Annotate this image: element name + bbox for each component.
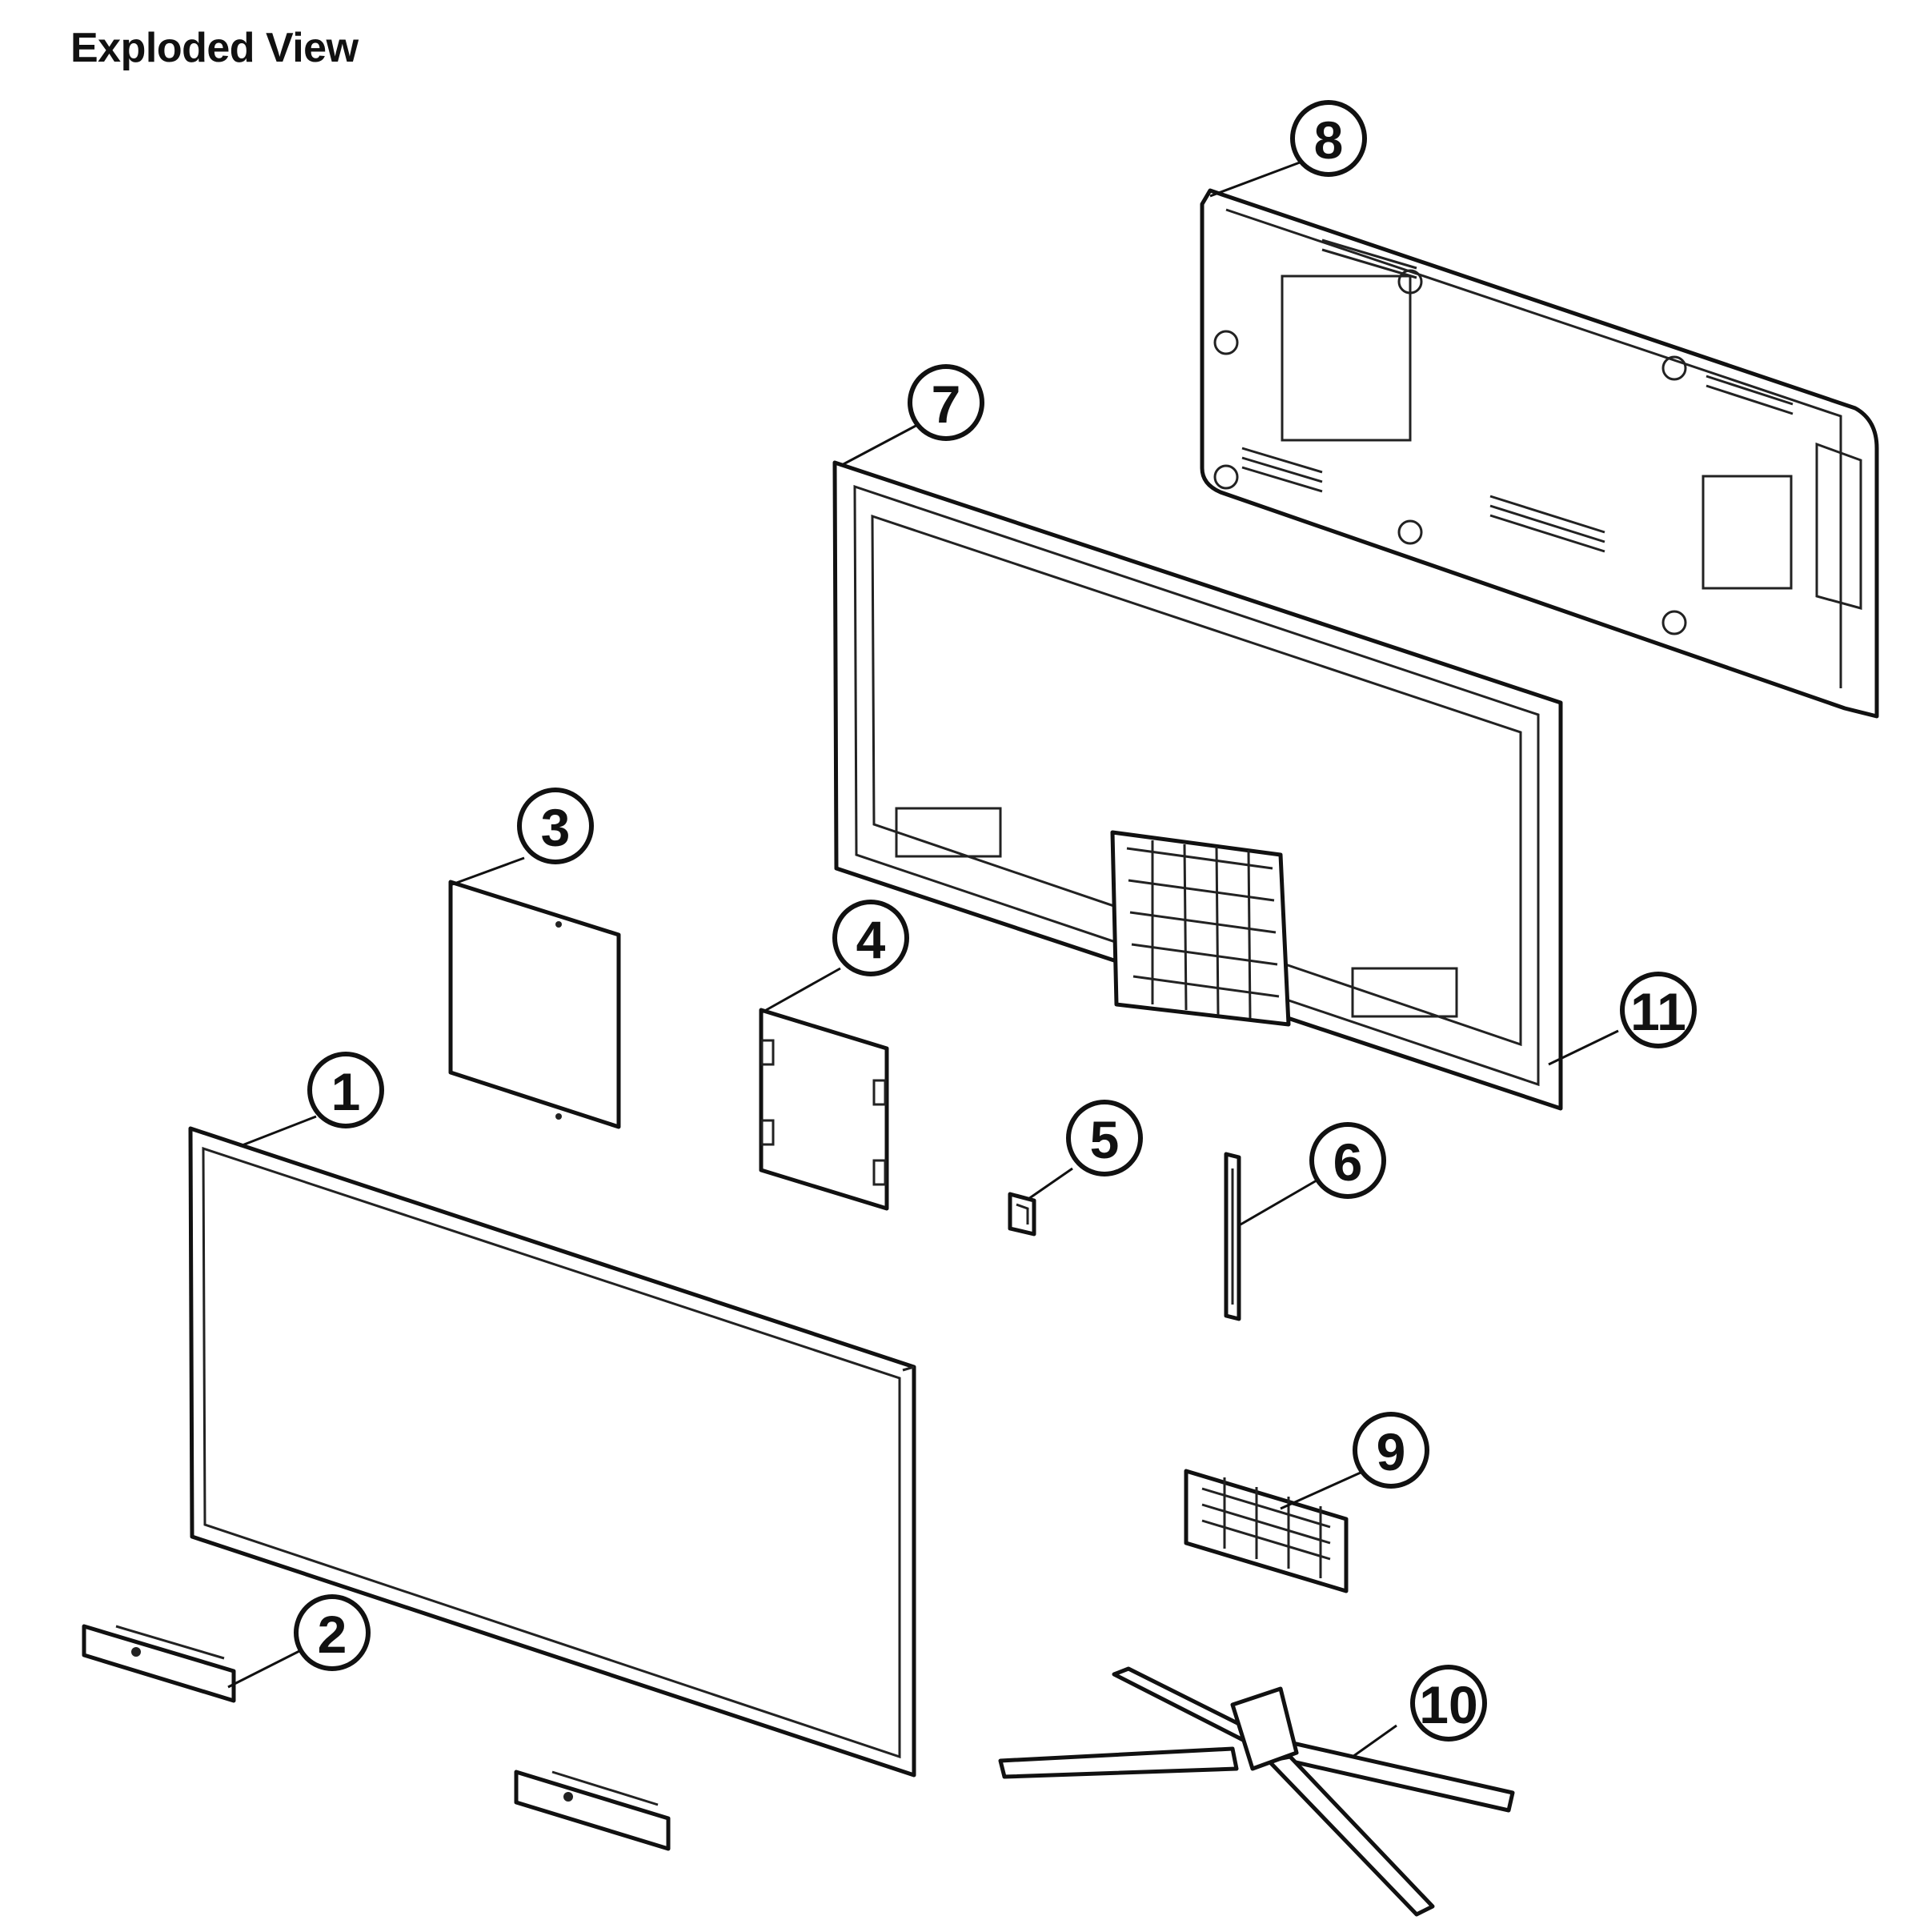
callout-11: 11 (1620, 972, 1697, 1048)
part-stand-bracket[interactable] (1184, 1469, 1349, 1593)
part-ir-sensor[interactable] (1008, 1192, 1036, 1237)
callout-3: 3 (517, 788, 594, 864)
part-function-key[interactable] (1224, 1152, 1241, 1321)
callout-2: 2 (294, 1594, 371, 1671)
callout-10-label: 10 (1419, 1675, 1477, 1734)
callout-7-label: 7 (932, 375, 961, 434)
callout-11-label: 11 (1630, 982, 1686, 1041)
callout-10: 10 (1410, 1665, 1487, 1742)
callout-9: 9 (1353, 1412, 1429, 1489)
callout-5-label: 5 (1090, 1110, 1120, 1169)
callout-4: 4 (832, 900, 909, 976)
callout-7: 7 (908, 364, 984, 441)
leader-lines (227, 158, 1619, 1758)
part-lcd-panel[interactable] (188, 1126, 916, 1778)
part-rear-cover[interactable] (1200, 188, 1879, 719)
callout-3-label: 3 (541, 798, 571, 857)
callout-4-label: 4 (856, 910, 886, 969)
part-panel-brackets[interactable] (82, 1624, 671, 1851)
callout-2-label: 2 (318, 1605, 347, 1664)
callout-5: 5 (1066, 1100, 1143, 1176)
callout-1: 1 (307, 1052, 384, 1128)
callout-8-label: 8 (1314, 110, 1344, 170)
page-title: Exploded View (70, 25, 359, 71)
part-main-board[interactable] (448, 880, 621, 1129)
callout-1-label: 1 (331, 1062, 361, 1121)
callout-6-label: 6 (1333, 1132, 1363, 1192)
callout-9-label: 9 (1377, 1422, 1406, 1481)
callout-8: 8 (1290, 100, 1367, 177)
part-stand-base[interactable] (998, 1666, 1515, 1917)
part-front-bezel[interactable] (832, 460, 1563, 1111)
callout-6: 6 (1309, 1122, 1386, 1199)
part-power-board[interactable] (759, 1008, 889, 1211)
